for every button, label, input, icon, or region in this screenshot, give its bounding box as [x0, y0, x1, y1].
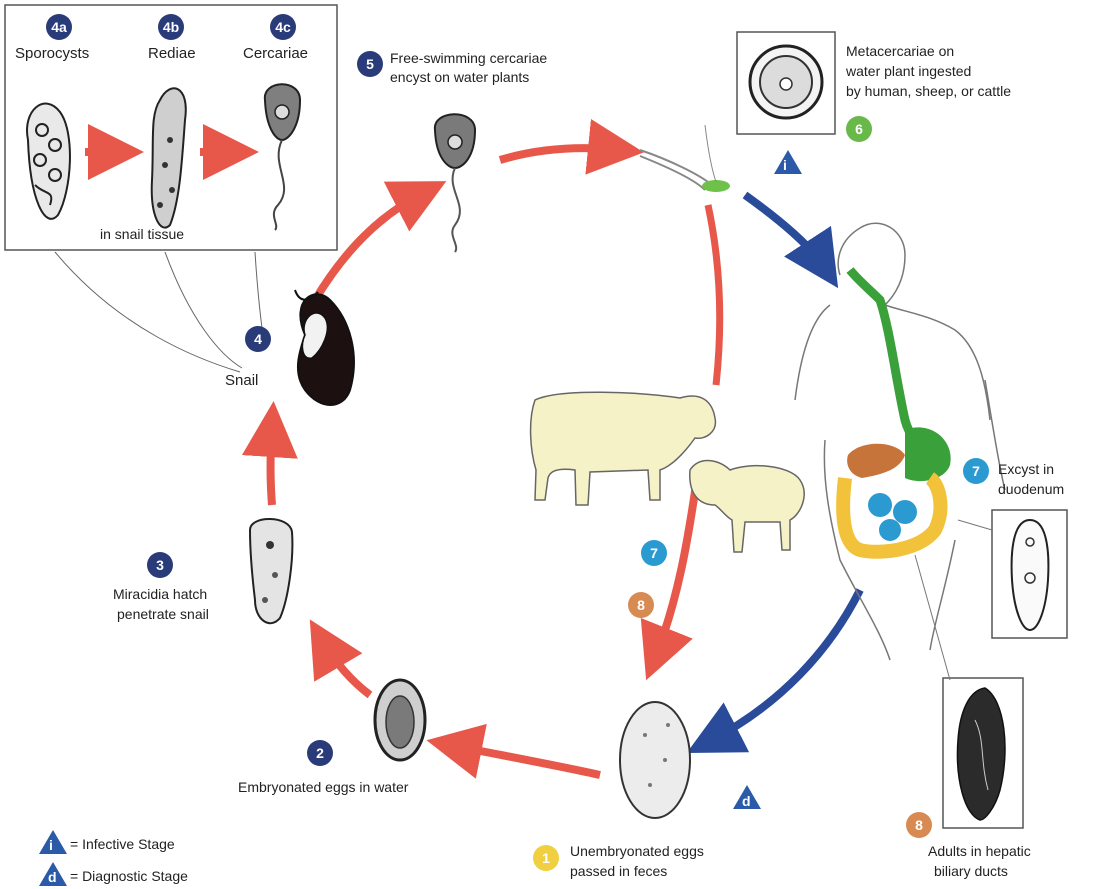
badge-8: 8	[906, 812, 932, 838]
badge-4b: 4b	[158, 14, 184, 40]
arrow-miracidia-to-snail	[271, 425, 273, 505]
badge-4: 4	[245, 326, 271, 352]
label-1-line1: Unembryonated eggs	[570, 842, 704, 860]
legend-diagnostic-letter: d	[48, 868, 57, 886]
inset-connector-line	[55, 252, 240, 372]
label-cercariae: Cercariae	[243, 45, 308, 63]
label-6-line3: by human, sheep, or cattle	[846, 82, 1011, 100]
cow-drawing	[531, 392, 716, 505]
label-in-snail-tissue: in snail tissue	[100, 225, 184, 243]
label-6-line1: Metacercariae on	[846, 42, 954, 60]
arrow-embryonated-to-miracidia	[322, 640, 370, 695]
gi-tract-drawing	[843, 270, 951, 552]
badge-1: 1	[533, 845, 559, 871]
snail-drawing	[295, 290, 354, 405]
label-7-line1: Excyst in	[998, 460, 1054, 478]
miracidium-drawing	[250, 519, 292, 623]
legend-infective-letter: i	[49, 836, 53, 854]
badge-4a: 4a	[46, 14, 72, 40]
badge-7: 7	[963, 458, 989, 484]
badge-7-animal: 7	[641, 540, 667, 566]
water-plant-drawing	[640, 125, 730, 192]
label-7-line2: duodenum	[998, 480, 1064, 498]
label-3-line2: penetrate snail	[117, 605, 209, 623]
legend-diagnostic-label: = Diagnostic Stage	[70, 867, 188, 885]
label-rediae: Rediae	[148, 45, 196, 63]
metacercaria-drawing	[750, 46, 822, 118]
label-5-line1: Free-swimming cercariae	[390, 49, 547, 67]
embryonated-egg-drawing	[375, 680, 425, 760]
badge-2: 2	[307, 740, 333, 766]
badge-3: 3	[147, 552, 173, 578]
label-5-line2: encyst on water plants	[390, 68, 529, 86]
legend-infective-triangle	[39, 830, 67, 854]
label-6-line2: water plant ingested	[846, 62, 971, 80]
diagnostic-triangle-letter: d	[742, 792, 751, 810]
inset-connector-line	[165, 252, 242, 368]
badge-6: 6	[846, 116, 872, 142]
badge-5: 5	[357, 51, 383, 77]
label-1-line2: passed in feces	[570, 862, 667, 880]
arrow-eggs-to-embryonated	[450, 745, 600, 775]
sheep-drawing	[690, 461, 804, 552]
juvenile-fluke-drawing	[1012, 520, 1049, 630]
badge-8-animal: 8	[628, 592, 654, 618]
arrow-animals-to-eggs	[655, 478, 697, 658]
unembryonated-egg-drawing	[620, 702, 690, 818]
arrow-plant-to-human	[745, 195, 825, 268]
label-3-line1: Miracidia hatch	[113, 585, 207, 603]
label-8-line2: biliary ducts	[934, 862, 1008, 880]
human-outline-drawing	[795, 223, 1005, 660]
arrow-cercariae-to-plant	[500, 148, 620, 160]
label-snail: Snail	[225, 372, 258, 390]
arrow-human-to-eggs	[708, 590, 860, 742]
infective-stage-triangle	[774, 150, 802, 174]
label-sporocysts: Sporocysts	[15, 45, 89, 63]
label-2: Embryonated eggs in water	[238, 778, 408, 796]
badge-4c: 4c	[270, 14, 296, 40]
free-cercaria-drawing	[435, 114, 475, 252]
arrow-plant-to-animals	[708, 205, 720, 385]
infective-triangle-letter: i	[783, 156, 787, 174]
label-8-line1: Adults in hepatic	[928, 842, 1031, 860]
legend-infective-label: = Infective Stage	[70, 835, 175, 853]
